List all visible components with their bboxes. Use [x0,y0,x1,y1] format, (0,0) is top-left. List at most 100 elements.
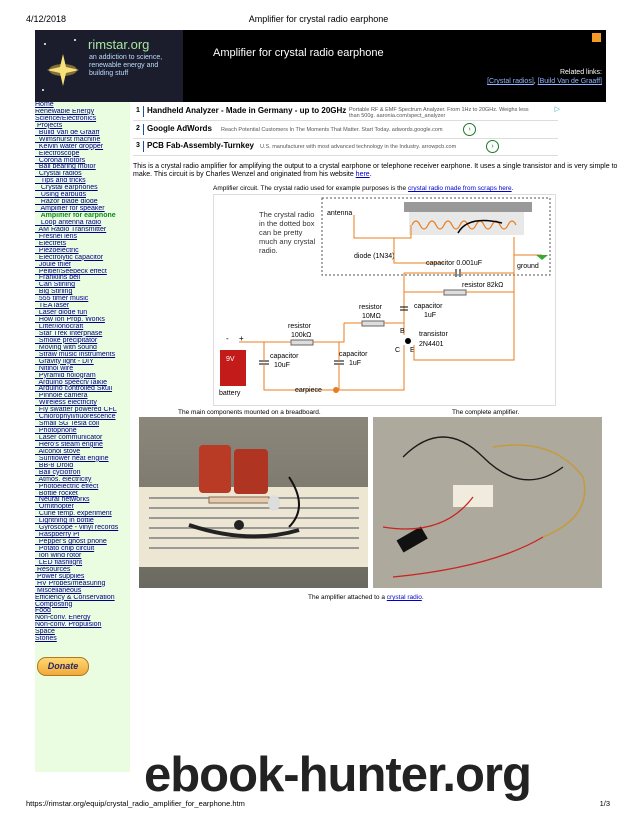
sidebar-item[interactable]: Piezoelectric [35,247,79,254]
crystal-radio-link[interactable]: crystal radio [386,594,422,601]
rss-icon[interactable] [592,33,601,42]
sidebar-item[interactable]: Resources [35,566,71,573]
sidebar-item[interactable]: Renewable Energy [35,108,95,115]
sidebar-item[interactable]: Electrets [35,240,67,247]
sidebar-item[interactable]: Ion wind rotor [35,552,82,559]
sidebar-item[interactable]: Laser communicator [35,435,103,441]
sidebar-item[interactable]: 555 timer music [35,296,89,303]
sidebar-item[interactable]: Ball bearing motor [35,164,96,171]
sidebar-item[interactable]: Curie temp. experiment [35,511,112,518]
sidebar-item[interactable]: Science/Electronics [35,115,97,122]
sidebar-item[interactable]: Laser diode fun [35,310,88,317]
sidebar-item[interactable]: Neural networks [35,497,90,504]
ad-choices-icon[interactable]: ▷ [554,106,560,113]
sidebar-item[interactable]: Kelvin water dropper [35,143,104,150]
ad-row-1[interactable]: 1 Handheld Analyzer - Made in Germany - … [133,104,560,121]
sidebar-item[interactable]: Atmos. electricity [35,476,92,483]
ad-row-2[interactable]: 2 Google AdWords Reach Potential Custome… [133,122,558,139]
sidebar-item[interactable]: Home [35,102,54,108]
svg-text:1uF: 1uF [424,312,436,319]
donate-button[interactable]: Donate [37,657,89,676]
sidebar-item[interactable]: Food [35,608,51,615]
related-link-crystal-radios[interactable]: [Crystal radios] [487,78,534,85]
sidebar-item[interactable]: Power supplies [35,573,85,580]
sidebar-item[interactable]: Raspberry Pi [35,532,80,539]
sidebar-item[interactable]: Tips and tricks [35,178,86,185]
sidebar-item[interactable]: Photoelectric effect [35,483,99,490]
sidebar-item[interactable]: Fly swatter powered CFL [35,407,117,414]
svg-text:The crystal radio: The crystal radio [259,210,314,219]
sidebar-item[interactable]: Arduino controlled Skull [35,386,113,393]
sidebar-item[interactable]: Straw music instruments [35,351,116,358]
sidebar-item[interactable]: Hero's steam engine [35,441,103,448]
sidebar-item[interactable]: Pyramid hologram [35,372,96,379]
svg-text:radio.: radio. [259,246,278,255]
logo[interactable]: rimstar.org an addiction to science, ren… [35,30,183,102]
related-link-van-de-graaff[interactable]: [Build Van de Graaff] [537,78,602,85]
sidebar-item[interactable]: Electrolytic capacitor [35,254,104,261]
sidebar-item[interactable]: Lifter/ionocraft [35,324,84,330]
sidebar-item[interactable]: Pepper's ghost phone [35,539,107,546]
sidebar-item[interactable]: Franklins bell [35,275,81,282]
sidebar-item[interactable]: Non-conv. Energy [35,615,91,622]
sidebar-item[interactable]: Moving with sound [35,344,97,351]
sidebar-item[interactable]: TEA laser [35,303,70,310]
sidebar-item[interactable]: LED flashlight [35,559,83,566]
ad-row-3[interactable]: 3 PCB Fab-Assembly-Turnkey U.S. manufact… [133,139,558,156]
sidebar-item[interactable]: Wireless electricity [35,400,97,407]
sidebar-item[interactable]: Corona motors [35,157,86,164]
ad-go-icon[interactable]: › [463,123,476,136]
sidebar-item[interactable]: Composting [35,601,73,608]
sidebar-item[interactable]: Amplifier for speaker [35,206,105,213]
sidebar-item[interactable]: Amplifier for earphone [35,213,116,219]
wenzel-link[interactable]: here [355,171,370,178]
sidebar-item[interactable]: Bottle rocket [35,490,78,497]
sidebar-item[interactable]: How Ion Prop. Works [35,317,105,324]
sidebar-item[interactable]: Sunflower heat engine [35,455,109,462]
sidebar-item[interactable]: Miscellaneous [35,587,82,594]
sidebar-item[interactable]: Gyroscope - vinyl records [35,525,119,532]
sidebar-item[interactable]: Alcohol stove [35,448,81,455]
ad-go-icon[interactable]: › [486,140,499,153]
sidebar-item[interactable]: Space [35,629,55,636]
svg-text:earpiece: earpiece [295,387,322,394]
sidebar-item[interactable]: Crystal radios [35,171,82,178]
sidebar-item[interactable]: Build Van de Graaff [35,129,100,136]
sidebar-item[interactable]: Peltier/Seebeck effect [35,268,107,275]
sidebar-item[interactable]: Crystal earphones [35,185,98,192]
sidebar-item[interactable]: Fresnel lens [35,233,78,240]
sidebar-item[interactable]: Arduino speech/Talkie [35,379,108,386]
sidebar-item[interactable]: Can Stirling [35,282,76,289]
sidebar-item[interactable]: Chlorophyll/fluorescence [35,414,116,421]
sidebar-item[interactable]: Nitinol wire [35,365,74,372]
sidebar-item[interactable]: HV Probes/measuring [35,580,106,587]
sidebar-item[interactable]: Photophone [35,428,77,435]
sidebar-item[interactable]: Potato chip circuit [35,546,95,552]
sidebar-item[interactable]: Stories [35,636,57,643]
sidebar-item[interactable]: Wimshurst machine [35,136,101,143]
sidebar-item[interactable]: Non-conv. Propulsion [35,622,102,629]
sidebar-item[interactable]: Ball cyclotron [35,469,81,476]
sidebar-item[interactable]: Efficiency & Conservation [35,594,115,601]
sidebar-item[interactable]: BB-8 Droid [35,462,74,469]
sidebar-item[interactable]: Smoke precipitator [35,337,98,344]
sidebar-item[interactable]: Loop antenna radio [35,219,102,226]
sidebar-item[interactable]: Electroscope [35,150,80,157]
sidebar-item[interactable]: Star Trek Interphase [35,330,103,337]
svg-text:+: + [239,334,244,343]
sidebar-item[interactable]: Joule thief [35,261,71,268]
sidebar-item[interactable]: AM Radio Transmitter [35,226,107,233]
sidebar-item[interactable]: Small SG Tesla coil [35,421,100,428]
sidebar-item[interactable]: Lightning in bottle [35,518,94,525]
svg-text:C: C [395,347,400,354]
sidebar-item[interactable]: Ornithopter [35,504,74,511]
svg-text:battery: battery [219,390,241,397]
sidebar-item[interactable]: Big Stirling [35,289,73,296]
crystal-radio-scraps-link[interactable]: crystal radio made from scraps here [407,185,512,192]
sidebar-item[interactable]: Pinhole camera [35,393,88,400]
sidebar-item[interactable]: Using earbuds [35,192,86,199]
sidebar-item[interactable]: Razor blade diode [35,199,98,206]
sidebar-item[interactable]: Projects [35,122,63,129]
svg-text:in the dotted box: in the dotted box [259,219,315,228]
sidebar-item[interactable]: Gravity light - DIY [35,358,94,365]
